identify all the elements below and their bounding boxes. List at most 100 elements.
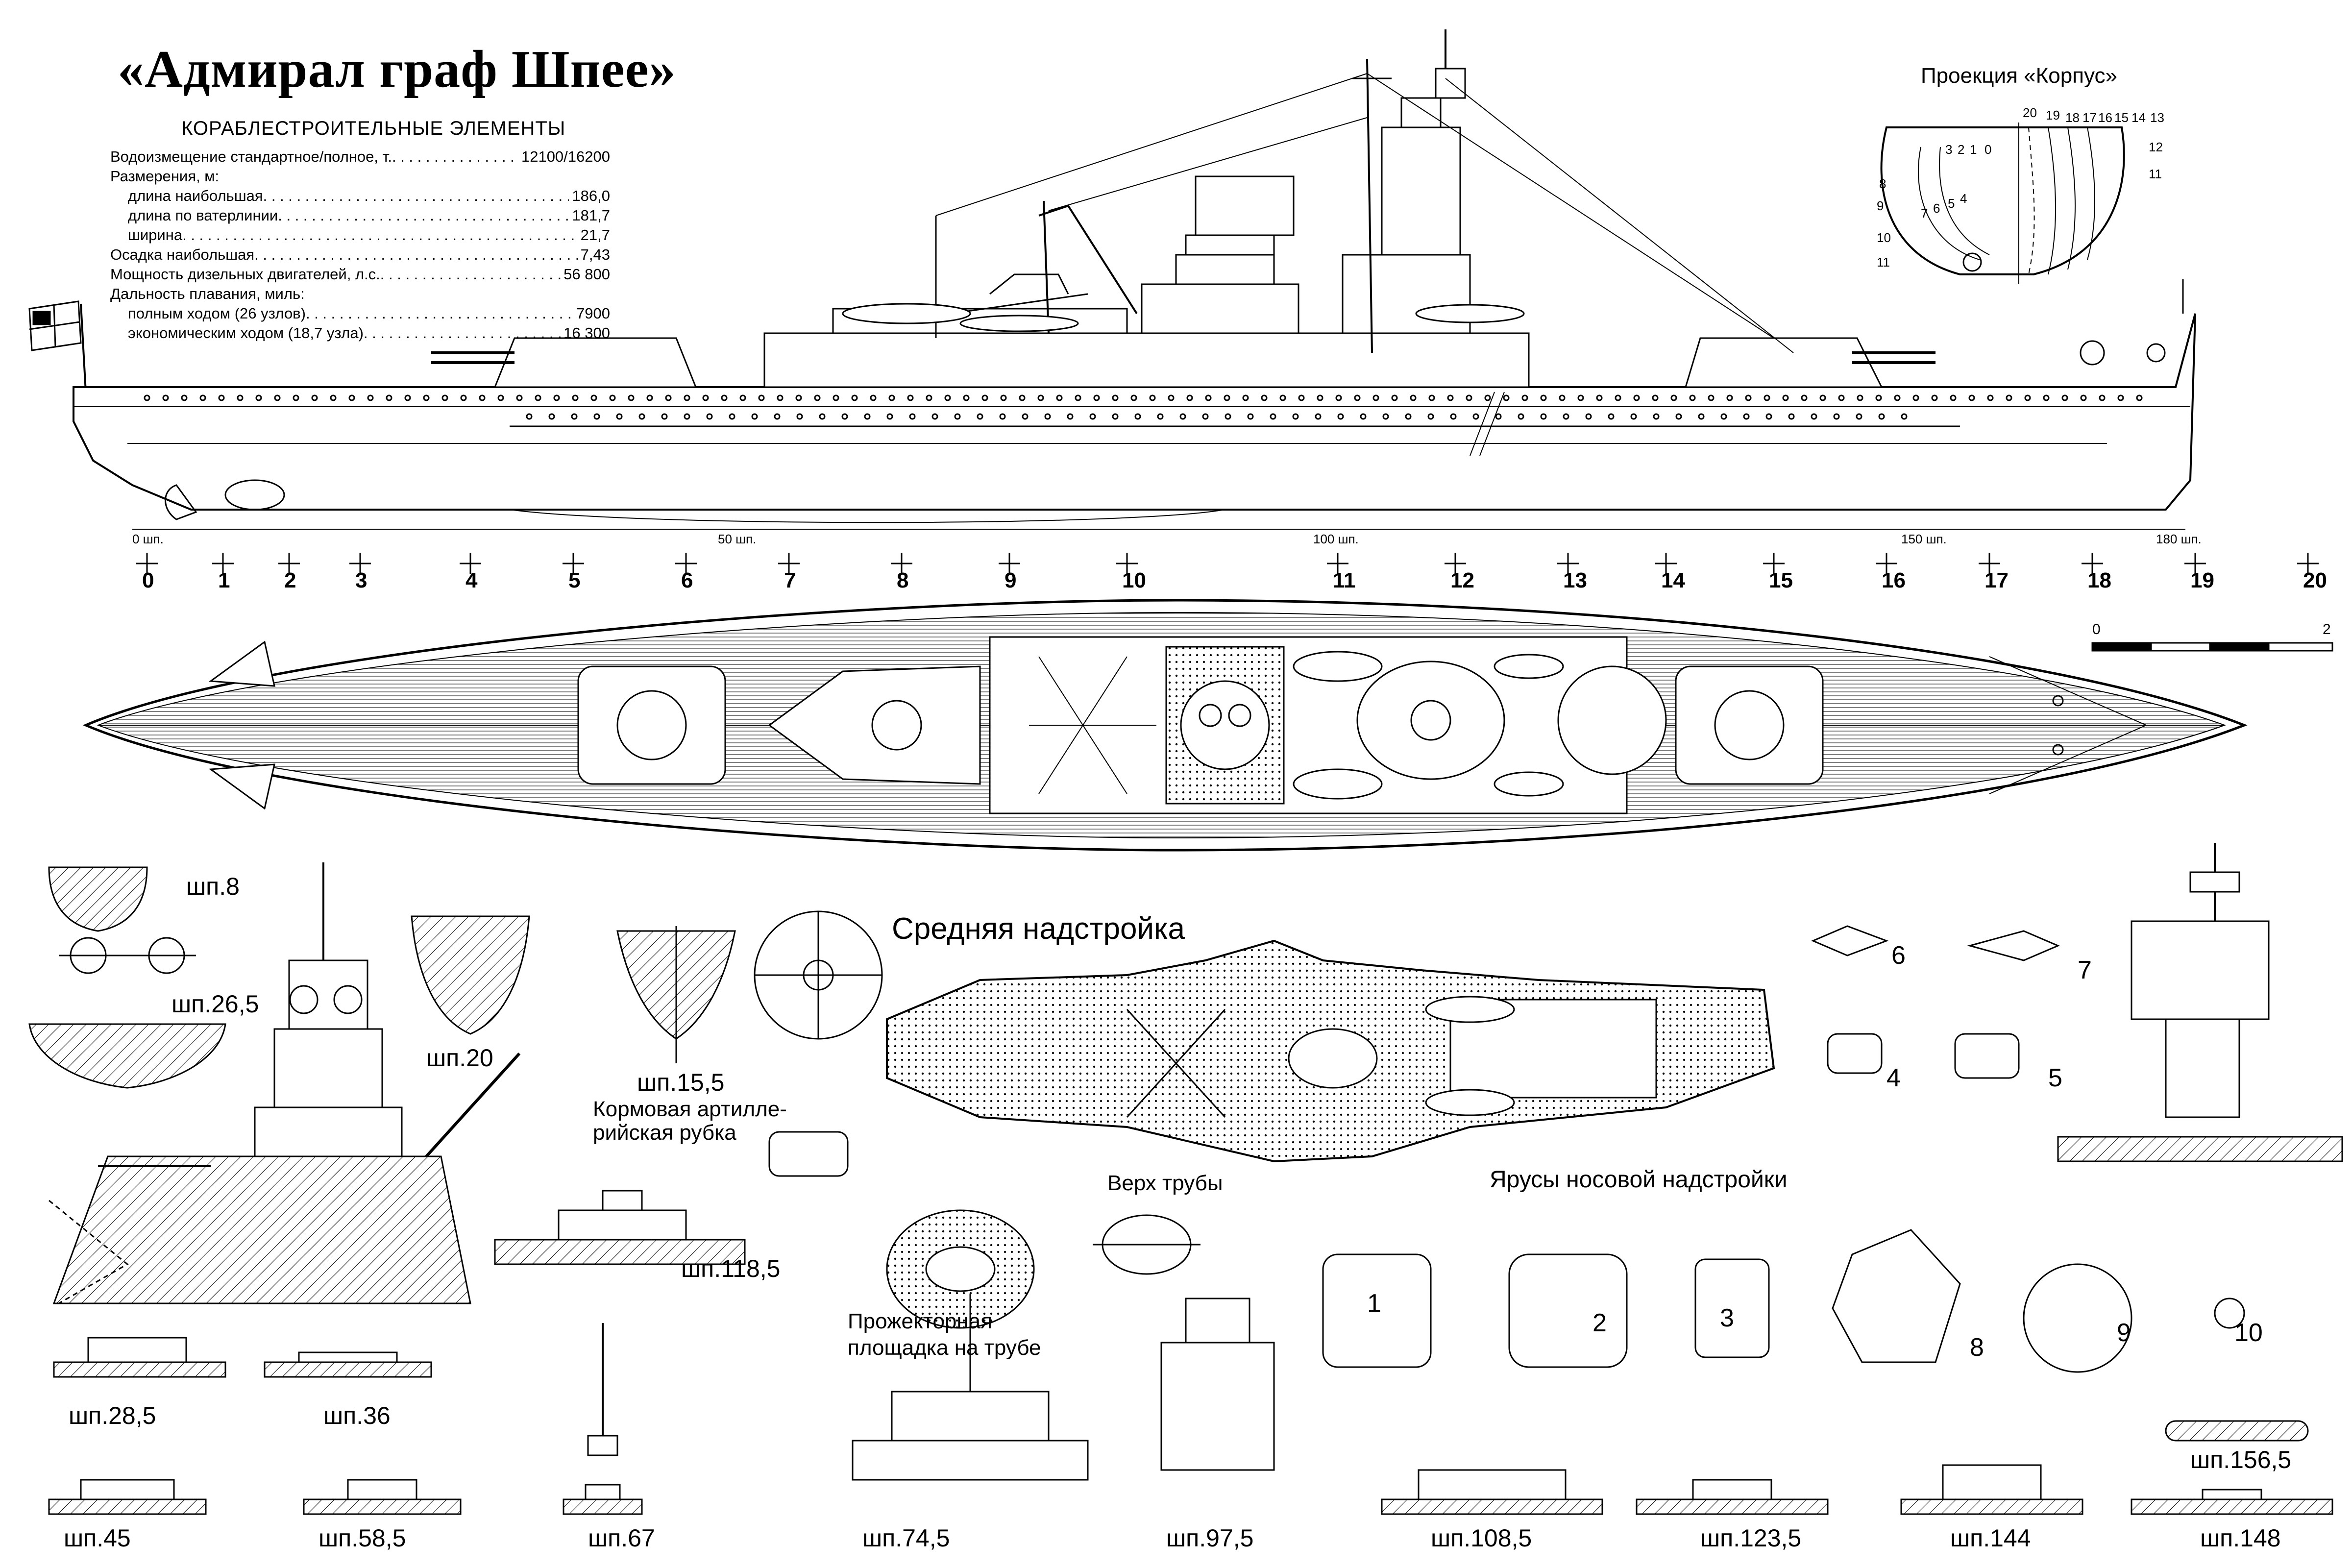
porthole — [1521, 394, 1528, 401]
porthole — [684, 413, 690, 420]
spec-value: 21,7 — [580, 226, 610, 244]
spec-label: длина наибольшая — [128, 187, 263, 204]
section-structure — [1942, 1464, 2042, 1500]
body-plan-number: 15 — [2114, 110, 2129, 125]
porthole — [1022, 413, 1029, 420]
body-plan-number: 5 — [1948, 196, 1955, 211]
spec-value: 7,43 — [580, 246, 610, 263]
spec-row: Дальность плавания, миль: — [110, 284, 610, 304]
porthole — [1242, 394, 1249, 401]
porthole — [729, 413, 735, 420]
porthole — [1912, 394, 1919, 401]
porthole — [999, 413, 1006, 420]
porthole — [774, 413, 781, 420]
bottom-sections — [48, 1464, 2333, 1515]
porthole — [1225, 413, 1231, 420]
porthole — [1292, 413, 1299, 420]
porthole — [706, 413, 713, 420]
porthole — [1968, 394, 1975, 401]
spec-row: длина наибольшая186,0 — [110, 186, 610, 206]
portholes — [144, 394, 2143, 420]
porthole — [1596, 394, 1603, 401]
porthole — [2080, 394, 2087, 401]
porthole — [1261, 394, 1268, 401]
station-6: 6 — [681, 568, 693, 592]
porthole — [909, 413, 916, 420]
section-74-label: шп.74,5 — [862, 1524, 950, 1552]
porthole — [795, 394, 802, 401]
porthole — [886, 413, 893, 420]
porthole — [386, 394, 392, 401]
porthole — [2099, 394, 2106, 401]
mid-superstructure-plan — [886, 939, 1775, 1163]
porthole — [1675, 413, 1682, 420]
station-18: 18 — [2087, 568, 2111, 592]
porthole — [1410, 394, 1417, 401]
section-deck — [1636, 1498, 1829, 1515]
station-7: 7 — [784, 568, 796, 592]
body-plan-number: 14 — [2132, 110, 2146, 125]
plan-view — [82, 599, 2333, 852]
porthole — [777, 394, 784, 401]
body-plan-number: 11 — [1877, 255, 1890, 270]
porthole — [497, 394, 504, 401]
tier-1: 1 — [1367, 1289, 1381, 1318]
tier-10: 10 — [2234, 1319, 2263, 1347]
body-plan-number: 6 — [1933, 201, 1940, 216]
porthole — [796, 413, 803, 420]
frame-scale-0: 0 шп. — [132, 532, 164, 546]
porthole — [255, 394, 262, 401]
section-structure — [80, 1479, 175, 1500]
porthole — [1689, 394, 1696, 401]
porthole — [1495, 413, 1502, 420]
porthole — [181, 394, 188, 401]
section-97-label: шп.97,5 — [1166, 1524, 1254, 1552]
porthole — [2043, 394, 2050, 401]
station-0: 0 — [142, 568, 154, 592]
station-4: 4 — [466, 568, 478, 592]
porthole — [907, 394, 914, 401]
porthole — [1134, 413, 1141, 420]
porthole — [963, 394, 970, 401]
porthole — [1652, 394, 1659, 401]
porthole — [1782, 394, 1789, 401]
section-118-label: шп.118,5 — [681, 1255, 781, 1282]
station-8: 8 — [897, 568, 909, 592]
spec-row: Размерения, м: — [110, 167, 610, 186]
spec-label: Осадка наибольшая — [110, 246, 255, 263]
porthole — [1819, 394, 1826, 401]
porthole — [1186, 394, 1193, 401]
porthole — [751, 413, 758, 420]
porthole — [1950, 394, 1957, 401]
porthole — [1563, 413, 1569, 420]
body-plan-number: 8 — [1879, 176, 1886, 191]
spec-label: Мощность дизельных двигателей, л.с. — [110, 266, 380, 283]
station-20: 20 — [2303, 568, 2327, 592]
porthole — [553, 394, 560, 401]
spec-row: Мощность дизельных двигателей, л.с.56 80… — [110, 265, 610, 284]
body-plan-title: Проекция «Корпус» — [1921, 64, 2117, 88]
porthole — [1653, 413, 1660, 420]
porthole — [1856, 413, 1862, 420]
spec-value: 7900 — [576, 305, 610, 322]
body-plan-drawing — [1880, 122, 2125, 284]
porthole — [1540, 394, 1547, 401]
porthole — [1764, 394, 1770, 401]
body-plan-number: 4 — [1960, 191, 1967, 206]
tier-6: 6 — [1891, 941, 1906, 970]
porthole — [977, 413, 983, 420]
specs-table: Водоизмещение стандартное/полное, т.1210… — [110, 147, 610, 343]
section-26-label: шп.26,5 — [172, 990, 259, 1018]
bow-tiers-label: Ярусы носовой надстройки — [1490, 1167, 1788, 1193]
porthole — [1878, 413, 1885, 420]
body-plan-number: 9 — [1877, 198, 1884, 213]
porthole — [441, 394, 448, 401]
porthole — [1130, 394, 1137, 401]
porthole — [1726, 394, 1733, 401]
porthole — [1337, 413, 1344, 420]
body-plan-number: 0 — [1984, 142, 1992, 157]
section-8-label: шп.8 — [186, 873, 240, 900]
porthole — [888, 394, 895, 401]
porthole — [1765, 413, 1772, 420]
porthole — [330, 394, 337, 401]
